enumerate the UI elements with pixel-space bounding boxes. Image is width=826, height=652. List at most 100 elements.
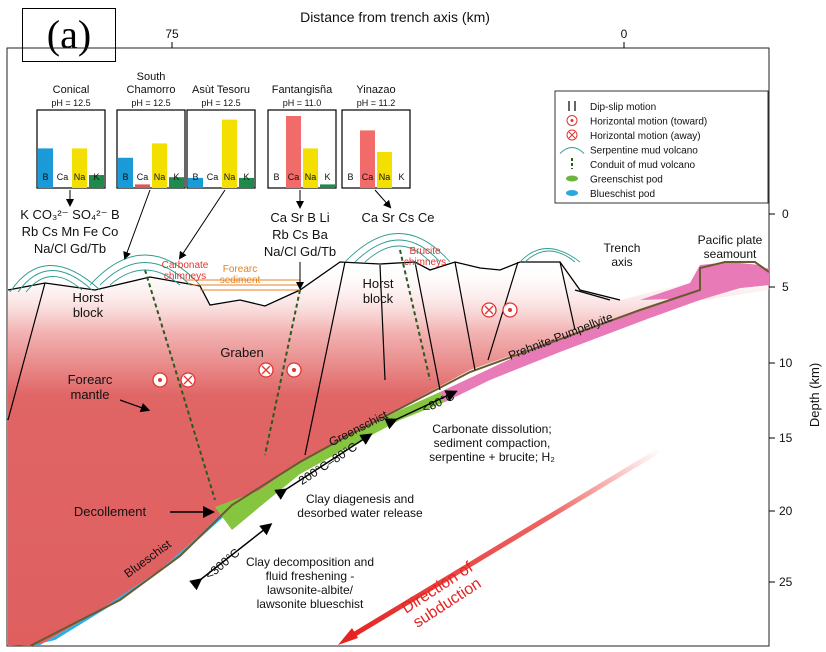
bar-label: Na <box>224 172 236 182</box>
volcano-ph: pH = 12.5 <box>201 98 240 108</box>
legend-item: Dip-slip motion <box>568 101 656 113</box>
legend-label: Horizontal motion (toward) <box>590 117 707 128</box>
graben-label: Graben <box>220 345 263 360</box>
bar-label: B <box>122 172 128 182</box>
legend-label: Horizontal motion (away) <box>590 131 701 142</box>
top-tick-label-0: 0 <box>621 27 628 41</box>
volcano-ph: pH = 12.5 <box>51 98 90 108</box>
top-tick-label-75: 75 <box>165 27 179 41</box>
legend-item: Horizontal motion (toward) <box>566 115 707 128</box>
chem-conical-3: Na/Cl Gd/Tb <box>34 241 106 256</box>
bar-label: B <box>273 172 279 182</box>
bar-label: Ca <box>288 172 300 182</box>
mud-volcano-icon <box>559 147 585 154</box>
legend-label: Conduit of mud volcano <box>590 160 696 171</box>
legend-label: Greenschist pod <box>590 175 663 186</box>
temperature-arrows <box>189 390 458 591</box>
bar-label: K <box>173 172 179 182</box>
chem-fant-2: Rb Cs Ba <box>272 227 328 242</box>
bar-label: K <box>324 172 330 182</box>
mud-volcano-arcs <box>9 233 581 293</box>
carbonate-dissolution-note: Carbonate dissolution;sediment compactio… <box>429 422 555 464</box>
volcano-name: Asùt Tesoru <box>192 84 250 96</box>
bar-B <box>38 148 53 188</box>
subduction-arrowhead <box>338 628 358 645</box>
subduction-arrow <box>343 447 662 643</box>
dip-slip-icon <box>568 101 576 111</box>
bar-label: B <box>347 172 353 182</box>
legend-label: Blueschist pod <box>590 189 655 200</box>
bar-Na <box>303 148 318 188</box>
greenschist-pod-icon <box>566 175 578 182</box>
volcano-name: Yinazao <box>356 84 395 96</box>
chem-fant-3: Na/Cl Gd/Tb <box>264 244 336 259</box>
legend-item: Conduit of mud volcano <box>571 158 696 171</box>
volcano-panel-frame <box>341 109 411 189</box>
right-axis: 0 5 10 15 20 25 Depth (km) <box>769 207 822 589</box>
slab-surface <box>29 261 770 647</box>
bar-label: Ca <box>57 172 69 182</box>
depth-tick-20: 20 <box>779 504 793 518</box>
legend-item: Greenschist pod <box>566 175 663 186</box>
bar-Ca <box>135 184 150 188</box>
bar-label: Na <box>379 172 391 182</box>
faults <box>7 261 611 456</box>
bar-Na <box>152 143 167 188</box>
chem-conical-1: K CO₃²⁻ SO₄²⁻ B <box>20 207 119 222</box>
mantle-arrow <box>119 399 151 413</box>
bar-Na <box>222 119 237 188</box>
bar-label: Na <box>154 172 166 182</box>
bar-label: B <box>42 172 48 182</box>
bar-label: K <box>93 172 99 182</box>
figure-frame <box>6 47 770 647</box>
top-axis-title: Distance from trench axis (km) <box>300 9 490 25</box>
chem-fant-1: Ca Sr B Li <box>270 210 329 225</box>
seafloor-profile <box>7 261 621 307</box>
depth-tick-0: 0 <box>782 207 789 221</box>
bar-label: Ca <box>362 172 374 182</box>
bar-label: K <box>398 172 404 182</box>
motion-symbols <box>152 302 518 388</box>
right-axis-title: Depth (km) <box>807 363 822 427</box>
bar-Ca <box>360 130 375 188</box>
bar-K <box>169 177 184 188</box>
legend-item: Serpentine mud volcano <box>559 146 698 157</box>
panel-pointers <box>66 189 392 290</box>
bar-label: K <box>243 172 249 182</box>
bar-Ca <box>286 116 301 188</box>
bar-label: Ca <box>137 172 149 182</box>
bar-label: Na <box>74 172 86 182</box>
bar-label: B <box>192 172 198 182</box>
depth-tick-15: 15 <box>779 431 793 445</box>
bar-K <box>239 177 254 188</box>
volcano-panel-frame <box>186 109 256 189</box>
depth-tick-5: 5 <box>782 280 789 294</box>
chem-conical-2: Rb Cs Mn Fe Co <box>22 224 119 239</box>
seamount <box>640 262 769 300</box>
legend-label: Dip-slip motion <box>590 102 656 113</box>
legend-item: Blueschist pod <box>566 189 655 200</box>
panel-label: (a) <box>22 8 116 62</box>
volcano-name: Fantangisña <box>272 84 333 96</box>
decollement-label: Decollement <box>74 504 147 519</box>
bar-Na <box>72 148 87 188</box>
bar-label: Na <box>305 172 317 182</box>
depth-tick-25: 25 <box>779 575 793 589</box>
